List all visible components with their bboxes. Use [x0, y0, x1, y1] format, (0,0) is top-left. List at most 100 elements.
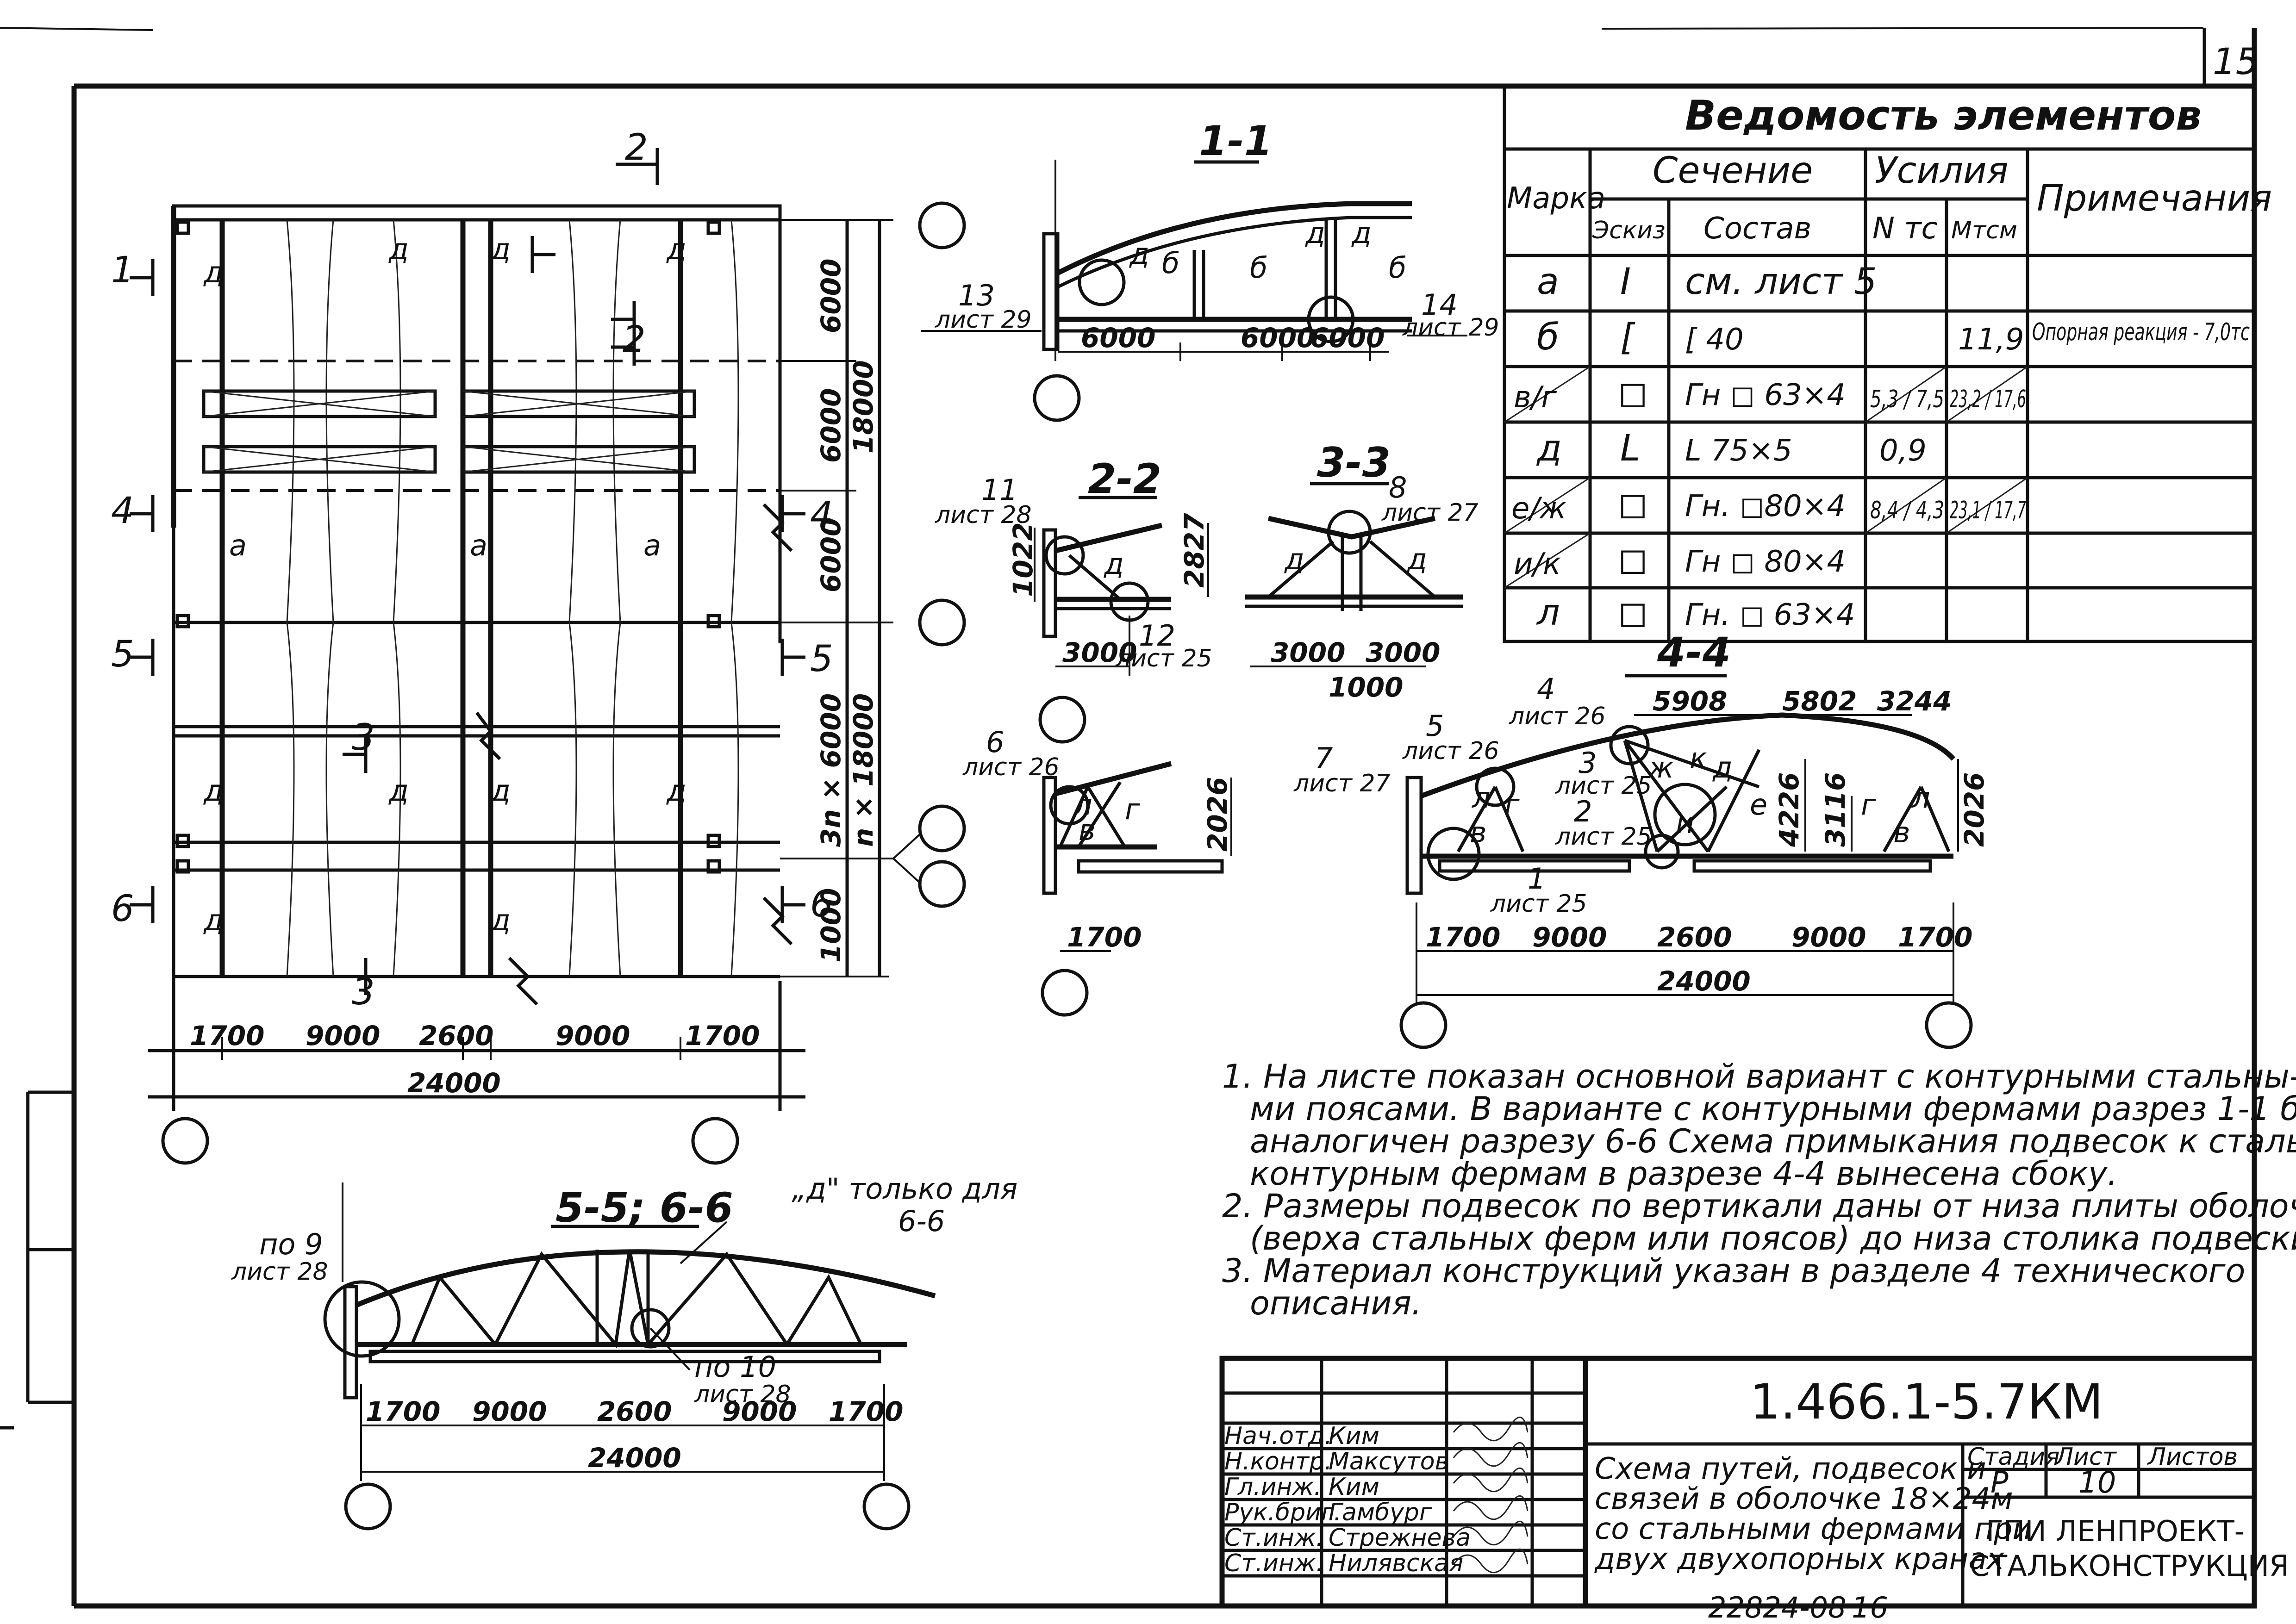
signature-row: Гл.инж. Ким — [1224, 1473, 1379, 1501]
note-line: 2. Размеры подвесок по вертикали даны от… — [1222, 1187, 2296, 1225]
s11-label: д — [1351, 216, 1372, 250]
col-section: Сечение — [1653, 150, 1813, 192]
s33-ref-num: 8 — [1389, 471, 1407, 504]
sheet-value: 10 — [2078, 1466, 2116, 1500]
s44-ref-num: 7 — [1315, 741, 1333, 775]
s5566-ref-a: по 9 — [259, 1227, 323, 1261]
s33-dim: 1000 — [1329, 672, 1403, 703]
svg-text:Гн ◻ 63×4: Гн ◻ 63×4 — [1685, 378, 1846, 412]
s44-ref-num: 2 — [1574, 795, 1592, 828]
page-corner-number: 15 — [2213, 41, 2259, 83]
s11-dim: 6000 — [1310, 322, 1385, 354]
plan-member-label: д — [490, 232, 511, 266]
svg-text:◻: ◻ — [1618, 539, 1648, 580]
note-line: аналогичен разрезу 6-6 Схема примыкания … — [1250, 1122, 2296, 1160]
s11-ref-sheet: лист 29 — [1402, 314, 1499, 342]
note-line: описания. — [1250, 1284, 1422, 1322]
plan-member-label: д — [203, 774, 224, 808]
section-2-2-title: 2-2 — [1088, 455, 1161, 503]
s44-ref-sheet: лист 25 — [1555, 772, 1652, 800]
plan-dim-2: 9000 — [306, 1020, 380, 1052]
s44-ref-sheet: лист 26 — [1402, 737, 1499, 765]
svg-text:23,2 / 17,6: 23,2 / 17,6 — [1950, 386, 2026, 413]
s44-dim-top: 3244 — [1877, 685, 1952, 717]
drawing-code: 1.466.1-5.7КМ — [1750, 1374, 2103, 1430]
signature-row: Рук.бриг. Гамбург — [1224, 1499, 1432, 1526]
s44-label: л — [1911, 781, 1930, 815]
s5566-dim: 9000 — [722, 1396, 797, 1427]
plan-member-label: д — [388, 774, 409, 808]
s22-label: д — [1104, 547, 1124, 581]
section-4-4-drawing — [1399, 674, 1973, 1049]
s5566-dim: 2600 — [597, 1396, 672, 1427]
svg-text:а: а — [1537, 261, 1559, 303]
s44-ref-num: 3 — [1578, 746, 1597, 780]
plan-dim-right-4: 3n × 6000 — [815, 693, 847, 847]
side-label: л — [1073, 788, 1092, 821]
plan-dim-5: 1700 — [685, 1020, 760, 1052]
s22-height: 1022 — [1007, 523, 1039, 597]
section-3-3-title: 3-3 — [1317, 439, 1391, 486]
note-line: 3. Материал конструкций указан в разделе… — [1222, 1252, 2245, 1290]
svg-text:8,4 / 4,3: 8,4 / 4,3 — [1870, 497, 1944, 524]
plan-section-mark: 3 — [352, 971, 375, 1013]
svg-text:L: L — [1620, 428, 1640, 469]
svg-text:Гн. ◻ 63×4: Гн. ◻ 63×4 — [1685, 598, 1855, 632]
plan-member-label: а — [643, 529, 661, 562]
s44-dim-top: 5908 — [1653, 685, 1727, 717]
s11-dim: 6000 — [1241, 322, 1315, 354]
description-line: связей в оболочке 18×24м — [1595, 1482, 2013, 1516]
description-line: со стальными фермами при — [1595, 1512, 2032, 1546]
plan-section-mark: 4 — [810, 495, 833, 536]
side-height: 2026 — [1202, 777, 1233, 852]
table-row: в/г ◻ Гн ◻ 63×4 5,3 / 7,5 23,2 / 17,6 — [1514, 372, 2026, 415]
signature-row: Нач.отд. Ким — [1224, 1422, 1379, 1450]
s5566-dim: 1700 — [366, 1396, 440, 1427]
svg-text:[: [ — [1620, 317, 1635, 358]
s5566-note: „д" только для — [792, 1172, 1017, 1206]
plan-dim-3: 2600 — [419, 1020, 493, 1052]
svg-text:Ст.инж.: Ст.инж. — [1224, 1549, 1323, 1577]
plan-dim-right-3: 6000 — [815, 518, 847, 592]
plan-member-label: д — [203, 903, 224, 937]
s44-label: в — [1470, 815, 1487, 849]
handwritten-signatures — [1453, 1417, 1529, 1574]
section-5-5-6-6-title: 5-5; 6-6 — [555, 1184, 733, 1232]
svg-text:в/г: в/г — [1514, 380, 1557, 415]
stage-label: Стадия — [1967, 1443, 2060, 1471]
svg-text:5,3 / 7,5: 5,3 / 7,5 — [1870, 386, 1944, 413]
s44-label: к — [1690, 741, 1707, 775]
plan-member-label: д — [388, 232, 409, 266]
svg-text:11,9: 11,9 — [1958, 323, 2024, 357]
stage-value: Р — [1990, 1466, 2009, 1500]
svg-text:◻: ◻ — [1618, 372, 1648, 414]
s5566-note-2: 6-6 — [898, 1204, 945, 1238]
svg-text:Максутов: Максутов — [1329, 1448, 1449, 1475]
s44-dim: 9000 — [1532, 921, 1607, 953]
s44-ref-sheet: лист 25 — [1555, 823, 1652, 851]
s44-ref-num: 1 — [1528, 862, 1546, 896]
svg-text:л: л — [1536, 592, 1560, 634]
s11-dim: 6000 — [1081, 322, 1155, 354]
col-m: Mтсм — [1951, 217, 2017, 244]
s44-label: в — [1893, 815, 1910, 849]
s44-label: л — [1472, 781, 1491, 815]
plan-section-mark: 2 — [623, 319, 646, 361]
s44-ref-num: 5 — [1426, 709, 1444, 743]
s44-dim: 1700 — [1898, 921, 1972, 953]
s33-ref-sheet: лист 27 — [1381, 499, 1479, 527]
s44-label: ж — [1647, 751, 1674, 784]
table-row: б [ [ 40 11,9 Опорная реакция - 7,0тс — [1537, 317, 2250, 358]
plan-member-label: д — [490, 774, 511, 808]
s44-label: и — [1676, 806, 1694, 840]
plan-member-label: д — [666, 232, 686, 266]
s22-ref-sheet: лист 28 — [935, 501, 1032, 529]
table-row: л ◻ Гн. ◻ 63×4 — [1536, 592, 1855, 634]
plan-section-mark: 1 — [111, 249, 134, 291]
side-ref-num: 6 — [986, 725, 1004, 759]
s5566-dim-total: 24000 — [588, 1442, 681, 1474]
s44-height: 2026 — [1959, 772, 1990, 847]
svg-text:0,9: 0,9 — [1879, 434, 1927, 468]
s11-label: б — [1162, 246, 1179, 280]
